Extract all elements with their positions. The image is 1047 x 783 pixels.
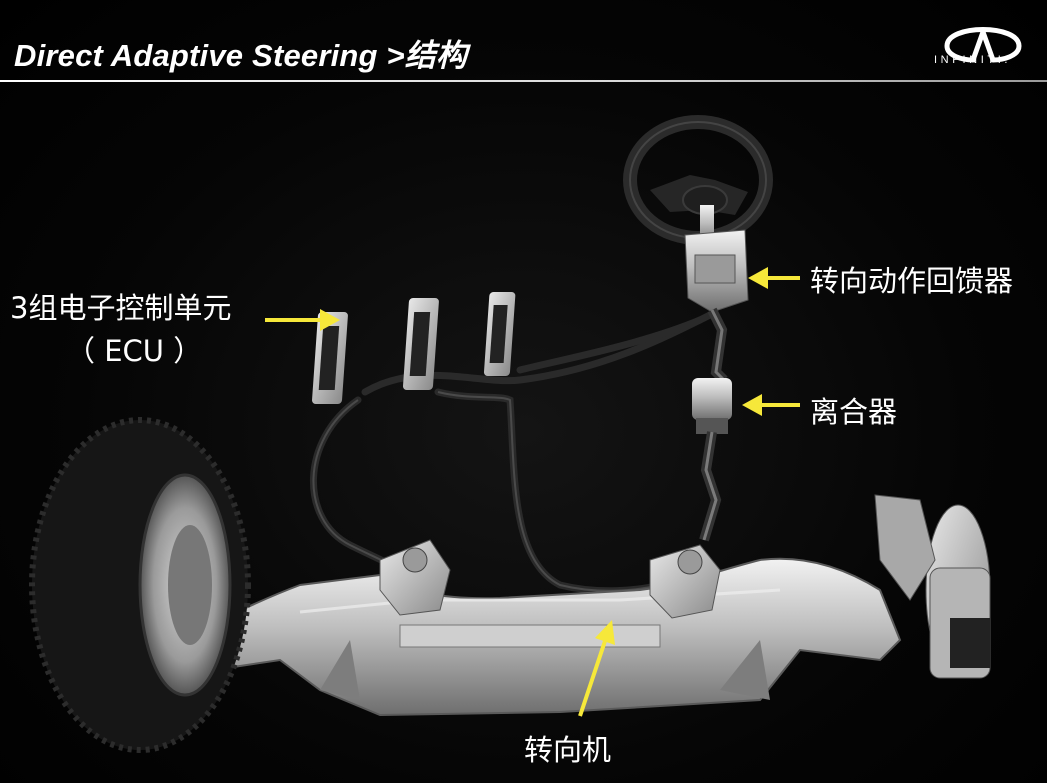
steering-wheel <box>623 115 773 245</box>
ecu-unit-2 <box>402 298 439 390</box>
arrow-clutch <box>742 394 800 416</box>
front-subframe <box>178 557 902 717</box>
ecu-unit-3 <box>483 292 516 376</box>
brake-assembly <box>874 494 991 679</box>
clutch-unit <box>692 378 732 542</box>
label-feedback-unit: 转向动作回馈器 <box>810 264 1014 298</box>
title-divider <box>0 80 1047 82</box>
label-steering-gear: 转向机 <box>524 733 612 767</box>
steering-actuator-right <box>649 544 721 619</box>
infiniti-logo-icon <box>944 27 1022 63</box>
arrow-steering-gear <box>578 620 615 717</box>
ecu-unit-1 <box>312 312 348 404</box>
steering-actuator-left <box>379 539 451 616</box>
left-tire <box>29 417 251 753</box>
label-ecu-abbr: （ ECU ） <box>66 334 203 368</box>
label-clutch: 离合器 <box>810 395 898 429</box>
page-title: Direct Adaptive Steering >结构 <box>14 38 468 73</box>
steering-column <box>684 205 749 384</box>
ecu-cables <box>309 311 714 595</box>
label-ecu: 3组电子控制单元 <box>10 291 232 325</box>
ecu-cables-highlight <box>312 391 661 592</box>
arrow-ecu <box>265 309 340 331</box>
arrow-feedback <box>748 267 800 289</box>
brand-wordmark: INFINITI. <box>934 54 1012 66</box>
